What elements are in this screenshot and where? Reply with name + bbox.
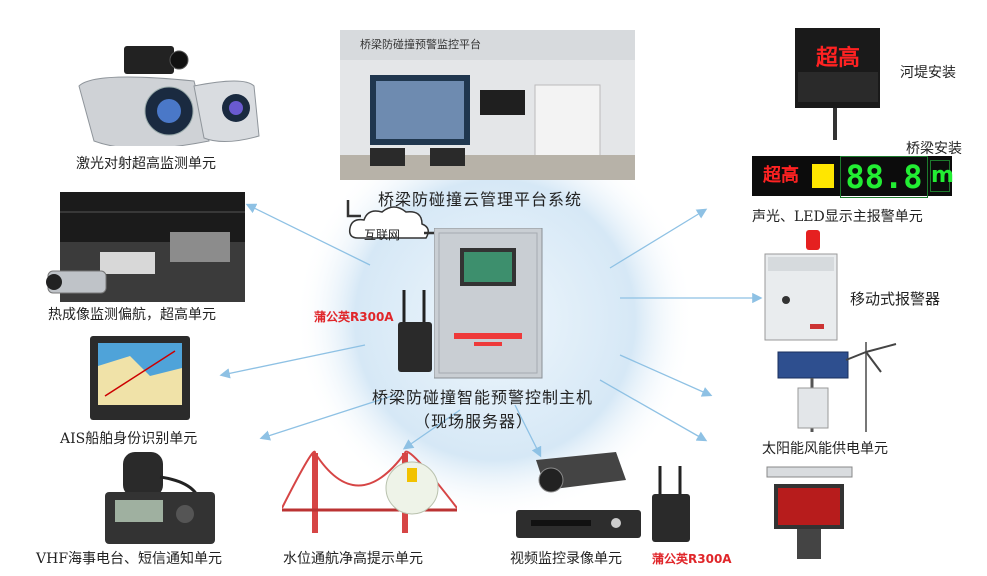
arrow-ais: [219, 344, 366, 379]
label-ais-unit: AIS船舶身份识别单元: [60, 431, 198, 447]
video-camera-icon: [516, 452, 641, 538]
ais-monitor-icon: [90, 336, 190, 420]
led-board-icon: 超高: [795, 28, 880, 140]
led-strip: 超高 88.8 m: [752, 156, 954, 198]
label-vhf-unit: VHF海事电台、短信通知单元: [36, 551, 223, 567]
label-water-unit: 水位通航净高提示单元: [283, 551, 423, 567]
label-laser-unit: 激光对射超高监测单元: [76, 156, 216, 172]
led-sign-top: 超高: [816, 45, 860, 71]
control-cabinet-icon: [434, 228, 543, 379]
alarm-box-icon: [764, 230, 838, 341]
label-led-unit: 声光、LED显示主报警单元: [752, 209, 923, 225]
vhf-radio-icon: [105, 452, 215, 544]
thermal-camera-icon: [46, 270, 107, 294]
label-video-router: 蒲公英R300A: [652, 552, 732, 566]
led-number: 88.8: [840, 156, 928, 198]
arrow-video: [514, 404, 542, 458]
label-led-dike: 河堤安装: [900, 65, 956, 81]
label-thermal-unit: 热成像监测偏航，超高单元: [48, 307, 216, 323]
led-chaogao: 超高: [763, 165, 799, 186]
label-controller-sub: （现场服务器）: [414, 412, 534, 431]
platform-caption: 桥梁防碰撞预警监控平台: [360, 38, 481, 51]
arrow-led: [609, 208, 708, 269]
router-icon-controller: [398, 290, 432, 372]
label-video-unit: 视频监控录像单元: [510, 551, 622, 567]
arrow-radar: [599, 379, 708, 442]
led-unit: m: [930, 160, 954, 192]
label-led-bridge: 桥梁安装: [906, 141, 962, 157]
label-controller-title: 桥梁防碰撞智能预警控制主机: [372, 388, 594, 407]
led-warning-icon: [812, 164, 834, 188]
label-controller-router: 蒲公英R300A: [314, 310, 394, 324]
arrow-thermal: [245, 203, 371, 266]
solar-panel-icon: [777, 342, 897, 432]
arrow-vhf: [259, 394, 396, 441]
platform-photo: [340, 30, 635, 180]
arrow-water: [402, 409, 461, 450]
bridge-icon: [282, 450, 457, 533]
label-internet: 互联网: [364, 228, 401, 242]
label-mobile-unit: 移动式报警器: [850, 290, 941, 308]
label-solar-unit: 太阳能风能供电单元: [762, 441, 888, 457]
arrow-solar: [619, 354, 713, 397]
label-cloud-system: 桥梁防碰撞云管理平台系统: [378, 190, 583, 209]
cloud-icon: [346, 200, 438, 246]
router-icon-video: [652, 466, 690, 542]
radar-icon: [766, 466, 853, 559]
laser-camera-icon: [78, 46, 260, 146]
